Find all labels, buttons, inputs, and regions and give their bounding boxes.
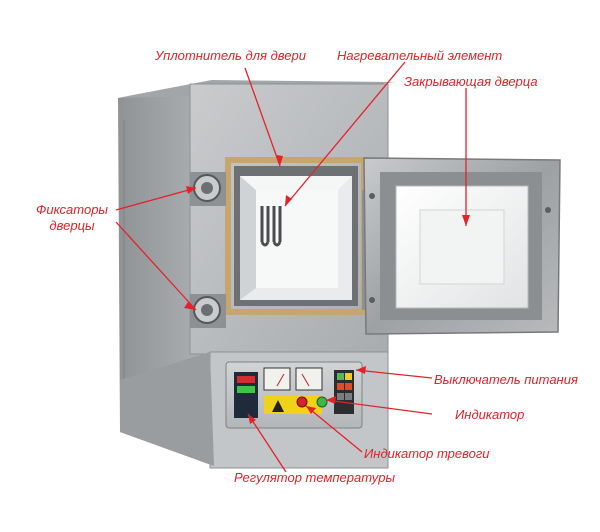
control-panel (225, 361, 363, 429)
meter-left (263, 367, 291, 391)
open-door (362, 157, 561, 335)
callout-power-switch: Выключатель питания (434, 372, 578, 387)
indicator-light (316, 396, 328, 408)
callout-door-latches-line1: Фиксаторы (36, 202, 108, 217)
callout-lines (115, 61, 467, 473)
door-latch-upper (190, 172, 226, 206)
callout-arrowheads (184, 155, 470, 424)
alarm-indicator-light (296, 396, 308, 408)
callout-closing-door: Закрывающая дверца (404, 74, 538, 89)
callout-door-latches: Фиксаторы дверцы (30, 202, 114, 234)
power-switch-block (334, 370, 354, 414)
callout-heating-element: Нагревательный элемент (337, 48, 503, 63)
door-opening (225, 157, 367, 315)
callout-door-latches-line2: дверцы (49, 218, 95, 233)
callout-temperature-controller: Регулятор температуры (234, 470, 396, 485)
door-latch-lower (190, 294, 226, 328)
meter-right (295, 367, 323, 391)
callout-indicator: Индикатор (455, 407, 525, 422)
heating-element (260, 206, 282, 247)
callout-door-seal: Уплотнитель для двери (155, 48, 306, 63)
callout-alarm-indicator: Индикатор тревоги (364, 446, 490, 461)
